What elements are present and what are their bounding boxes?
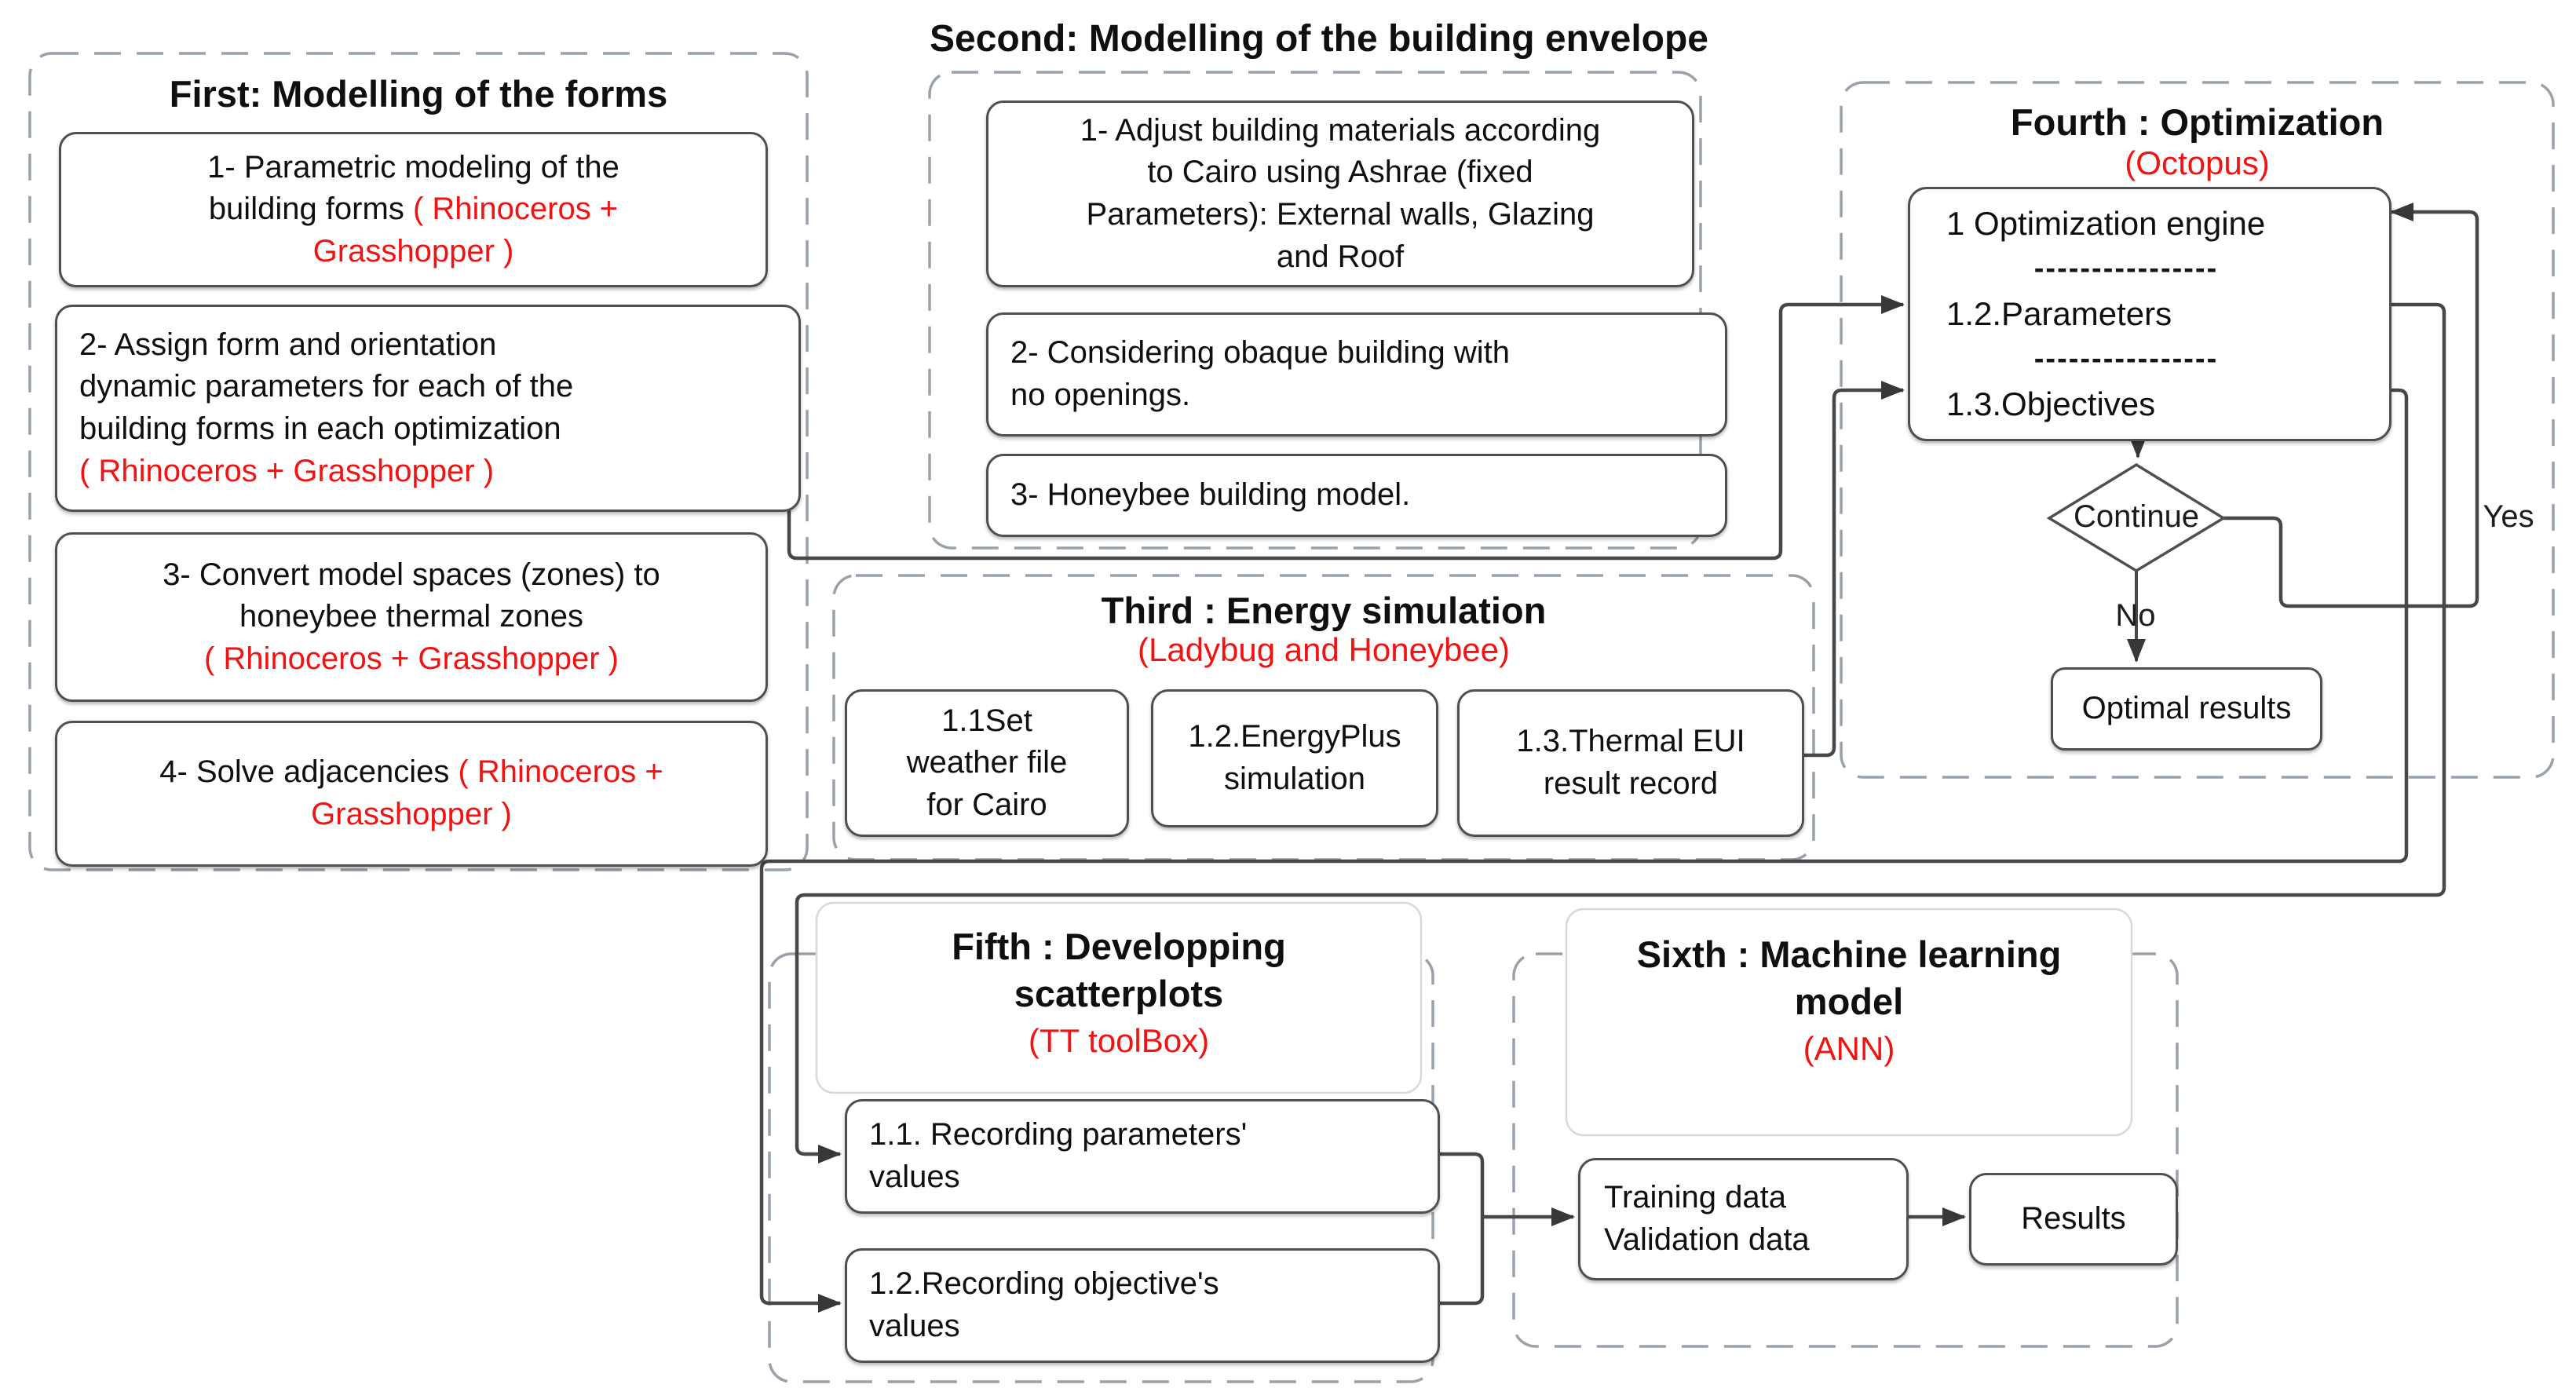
arrow-parameters-to-recording-parameters <box>795 302 2446 1163</box>
text-line: 1.1. Recording parameters' <box>869 1117 1248 1152</box>
text-line: 4- Solve adjacencies ( Rhinoceros + <box>159 754 663 790</box>
section-fourth-subtitle: (Octopus) <box>2125 144 2270 181</box>
text-line: Results <box>2021 1201 2126 1236</box>
section-sixth-title-line2: model <box>1794 981 1904 1022</box>
text-line: dynamic parameters for each of the <box>79 369 574 404</box>
text-line: 1- Adjust building materials according <box>1080 112 1601 148</box>
engine-separator-1: ---------------- <box>2033 252 2219 285</box>
first-box-assign-parameters: 2- Assign form and orientation dynamic pa… <box>55 305 801 512</box>
section-fourth-frame <box>1840 81 2555 779</box>
text-line: Grasshopper ) <box>311 797 512 831</box>
engine-separator-2: ---------------- <box>2033 342 2219 375</box>
section-first-title: First: Modelling of the forms <box>169 73 668 115</box>
text-line: building forms ( Rhinoceros + <box>208 192 619 227</box>
section-sixth-subtitle: (ANN) <box>1803 1030 1895 1067</box>
text-line: weather file <box>906 745 1068 780</box>
first-box-parametric-modeling: 1- Parametric modeling of the building fo… <box>59 132 768 287</box>
optimal-results-box: Optimal results <box>2051 667 2322 751</box>
section-fourth-title: Fourth : Optimization <box>2010 101 2384 143</box>
engine-row-parameters: 1.2.Parameters <box>1946 295 2172 332</box>
continue-label: Continue <box>2073 499 2200 534</box>
text-line: 1.2.Recording objective's <box>869 1266 1219 1302</box>
optimal-results-text: Optimal results <box>2081 691 2292 726</box>
text-line: ( Rhinoceros + Grasshopper ) <box>203 641 619 676</box>
sixth-title-card <box>1565 908 2133 1137</box>
sixth-box-results: Results <box>1969 1173 2178 1266</box>
third-box-thermal-eui: 1.3.Thermal EUI result record <box>1457 689 1804 837</box>
first-box-convert-zones: 3- Convert model spaces (zones) to honeyb… <box>55 532 768 702</box>
text-line: Training data <box>1604 1180 1786 1215</box>
text-line: to Cairo using Ashrae (fixed <box>1147 155 1533 190</box>
text-line: values <box>869 1160 960 1194</box>
wire-recording-objectives-merge <box>1402 1217 1485 1306</box>
text-line: 1.2.EnergyPlus <box>1188 719 1401 754</box>
first-box-solve-adjacencies: 4- Solve adjacencies ( Rhinoceros + Grass… <box>55 721 768 867</box>
text-line: simulation <box>1223 762 1366 796</box>
third-box-weather-file: 1.1Set weather file for Cairo <box>845 689 1129 837</box>
text-line: 1.1Set <box>941 703 1032 738</box>
yes-label: Yes <box>2483 499 2534 534</box>
section-fifth-title-line2: scatterplots <box>1014 973 1224 1014</box>
continue-decision-diamond <box>2046 462 2227 573</box>
fifth-box-recording-objectives: 1.2.Recording objective's values <box>845 1248 1440 1363</box>
fifth-title-card <box>815 901 1423 1094</box>
text-line: 2- Assign form and orientation <box>79 327 497 362</box>
text-line: result record <box>1543 766 1719 801</box>
arrow-objectives-to-recording-objectives <box>759 388 2409 1313</box>
second-box-adjust-materials: 1- Adjust building materials according to… <box>986 100 1694 287</box>
arrow-yes-loop <box>2223 203 2479 608</box>
text-line: honeybee thermal zones <box>239 599 584 634</box>
section-fifth-title-line1: Fifth : Developping <box>952 926 1286 967</box>
text-line: values <box>869 1309 960 1343</box>
fifth-box-recording-parameters: 1.1. Recording parameters' values <box>845 1099 1440 1214</box>
text-line: no openings. <box>1010 378 1191 412</box>
text-line: 1- Parametric modeling of the <box>207 149 619 184</box>
text-line: 3- Convert model spaces (zones) to <box>163 557 660 592</box>
section-third-title: Third : Energy simulation <box>1101 590 1547 631</box>
text-line: 2- Considering obaque building with <box>1010 335 1510 371</box>
text-line: Grasshopper ) <box>312 233 514 268</box>
section-second-frame <box>928 71 1702 550</box>
no-label: No <box>2115 598 2156 633</box>
third-box-energyplus: 1.2.EnergyPlus simulation <box>1151 689 1438 827</box>
text-line: 3- Honeybee building model. <box>1010 477 1411 513</box>
section-sixth-title-line1: Sixth : Machine learning <box>1636 933 2062 975</box>
arrow-thermal-to-objectives <box>1800 381 1905 758</box>
text-line: Validation data <box>1604 1222 1810 1257</box>
optimization-engine-box: 1 Optimization engine ---------------- 1… <box>1908 187 2391 441</box>
text-line: building forms in each optimization <box>79 411 561 446</box>
text-line: and Roof <box>1276 239 1405 274</box>
text-line: 1.3.Thermal EUI <box>1516 724 1745 759</box>
engine-row-optimization-engine: 1 Optimization engine <box>1946 205 2266 242</box>
engine-row-objectives: 1.3.Objectives <box>1946 385 2156 422</box>
section-third-subtitle: (Ladybug and Honeybee) <box>1137 631 1511 668</box>
section-first-frame <box>28 52 809 871</box>
section-second-title: Second: Modelling of the building envelo… <box>930 18 1708 60</box>
wire-recording-parameters-merge <box>1402 1152 1485 1217</box>
second-box-honeybee-model: 3- Honeybee building model. <box>986 454 1727 537</box>
second-box-opaque-building: 2- Considering obaque building with no op… <box>986 312 1727 437</box>
text-line: for Cairo <box>926 787 1047 822</box>
section-fifth-subtitle: (TT toolBox) <box>1028 1022 1210 1059</box>
text-line: Parameters): External walls, Glazing <box>1086 197 1595 232</box>
text-line: ( Rhinoceros + Grasshopper ) <box>79 453 495 488</box>
